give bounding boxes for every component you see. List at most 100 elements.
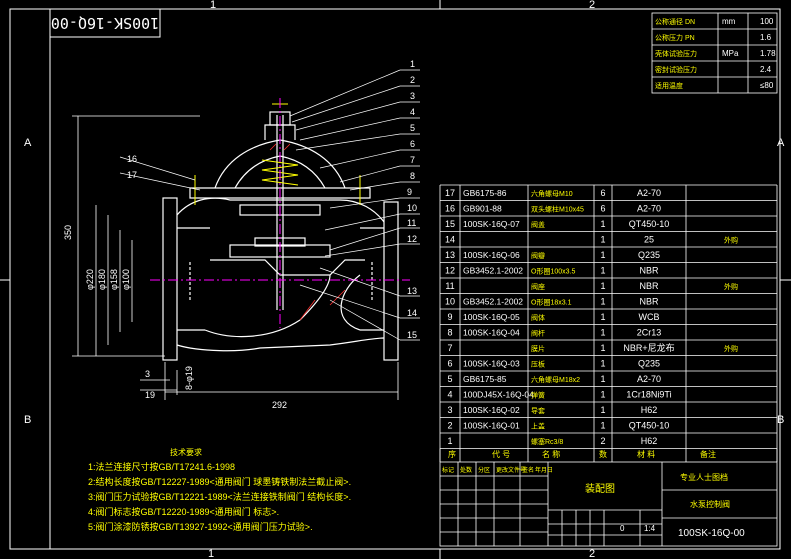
parts-cell-qty: 6 [600, 188, 605, 198]
spec-table: 公称通径 DN mm 100 公称压力 PN 1.6 壳体试验压力 MPa 1.… [651, 12, 778, 94]
parts-cell-note: 外购 [724, 282, 738, 291]
note-line-2: 2:结构长度按GB/T12227-1989<通用阀门 球墨铸铁制法兰截止阀>. [88, 476, 351, 487]
parts-cell-qty: 1 [600, 328, 605, 338]
dim-phi-220: φ220 [85, 269, 95, 290]
balloon-8: 8 [410, 171, 415, 181]
parts-cell-name: O形圈18x3.1 [531, 299, 572, 307]
drawing-number: 100SK-16Q-00 [678, 528, 745, 539]
zone-top-2: 2 [589, 0, 595, 11]
parts-cell-material: H62 [641, 436, 658, 446]
zone-right-a: A [777, 137, 785, 149]
parts-cell-material: H62 [641, 405, 658, 415]
parts-cell-no: 12 [445, 266, 455, 276]
dimension-lines [72, 115, 399, 400]
title-block: 标记 处数 分区 更改文件号 签名 年月日 装配图 专业人士图档 水泵控制阀 0… [439, 461, 778, 547]
balloon-4: 4 [410, 107, 415, 117]
parts-cell-code: GB3452.1-2002 [463, 297, 523, 307]
zone-left-a: A [24, 137, 32, 149]
balloon-16: 16 [127, 154, 137, 164]
parts-cell-note: 外购 [724, 236, 738, 245]
parts-cell-qty: 6 [600, 204, 605, 214]
svg-text:数: 数 [599, 449, 607, 459]
balloon-3: 3 [410, 91, 415, 101]
note-line-4: 4:阀门标志按GB/T12220-1989<通用阀门 标志>. [88, 506, 279, 517]
parts-cell-qty: 1 [600, 343, 605, 353]
zone-right-b: B [777, 414, 784, 426]
parts-cell-no: 1 [447, 436, 452, 446]
parts-cell-material: 2Cr13 [637, 328, 662, 338]
parts-cell-qty: 1 [600, 266, 605, 276]
parts-cell-name: 压板 [531, 360, 545, 369]
parts-cell-name: 阀盖 [531, 220, 545, 229]
note-line-5: 5:阀门涂漆防锈按GB/T13927-1992<通用阀门压力试验>. [88, 521, 313, 532]
parts-cell-material: Q235 [638, 359, 660, 369]
parts-cell-code: GB3452.1-2002 [463, 266, 523, 276]
svg-text:1.6: 1.6 [760, 33, 772, 42]
parts-row-1: 1 螺塞Rc3/8 2 H62 [447, 436, 657, 446]
svg-text:名 称: 名 称 [542, 449, 560, 459]
svg-text:签名: 签名 [522, 466, 534, 474]
parts-cell-no: 13 [445, 250, 455, 260]
note-line-1: 1:法兰连接尺寸按GB/T17241.6-1998 [88, 461, 235, 472]
parts-cell-code: GB6175-86 [463, 188, 507, 198]
parts-cell-material: NBR [639, 266, 659, 276]
svg-text:备注: 备注 [700, 449, 716, 459]
parts-cell-qty: 2 [600, 436, 605, 446]
spec-row-3: 密封试验压力 2.4 [655, 65, 772, 74]
parts-cell-name: 阀座 [531, 282, 545, 291]
leader-lines [119, 69, 420, 341]
balloon-11: 11 [407, 218, 416, 228]
svg-text:公称压力 PN: 公称压力 PN [655, 33, 695, 42]
svg-text:100: 100 [760, 17, 774, 26]
parts-cell-no: 16 [445, 204, 455, 214]
parts-cell-material: QT450-10 [629, 421, 670, 431]
parts-cell-name: O形圈100x3.5 [531, 268, 575, 276]
parts-cell-code: 100SK-16Q-03 [463, 359, 520, 369]
balloon-14: 14 [407, 308, 417, 318]
balloon-5: 5 [410, 123, 415, 133]
parts-cell-code: 100DJ45X-16Q-04 [463, 390, 534, 400]
dimension-text: 350 φ220 φ180 φ158 φ100 3 19 8-φ19 292 [63, 225, 287, 410]
parts-cell-material: A2-70 [637, 188, 661, 198]
dim-19: 19 [145, 390, 155, 400]
balloon-6: 6 [410, 139, 415, 149]
balloon-9: 9 [407, 187, 412, 197]
dim-3: 3 [145, 369, 150, 379]
svg-text:mm: mm [722, 17, 736, 26]
parts-cell-code: 100SK-16Q-06 [463, 250, 520, 260]
svg-text:处数: 处数 [460, 466, 472, 474]
assembly-label: 装配图 [585, 482, 615, 495]
balloon-numbers: 1 2 3 4 5 6 7 8 9 10 11 12 13 14 15 16 1… [127, 59, 417, 340]
company-name: 专业人士图档 [680, 472, 728, 482]
svg-text:年月日: 年月日 [535, 466, 553, 474]
parts-cell-qty: 1 [600, 390, 605, 400]
parts-cell-qty: 1 [600, 359, 605, 369]
svg-text:2.4: 2.4 [760, 65, 772, 74]
svg-text:代 号: 代 号 [492, 449, 510, 459]
balloon-17: 17 [127, 170, 137, 180]
parts-cell-name: 膜片 [531, 344, 545, 353]
zone-top-1: 1 [210, 0, 216, 11]
spec-row-0: 公称通径 DN mm 100 [655, 17, 774, 26]
parts-cell-name: 六角螺母M18x2 [531, 375, 580, 384]
parts-cell-name: 螺塞Rc3/8 [531, 437, 563, 446]
spec-row-4: 适用温度 ≤80 [655, 81, 774, 90]
parts-cell-no: 4 [447, 390, 452, 400]
balloon-7: 7 [410, 155, 415, 165]
balloon-15: 15 [407, 330, 417, 340]
parts-cell-name: 阀杆 [531, 329, 545, 338]
parts-cell-qty: 1 [600, 235, 605, 245]
parts-cell-note: 外购 [724, 344, 738, 353]
dim-phi-158: φ158 [109, 269, 119, 290]
